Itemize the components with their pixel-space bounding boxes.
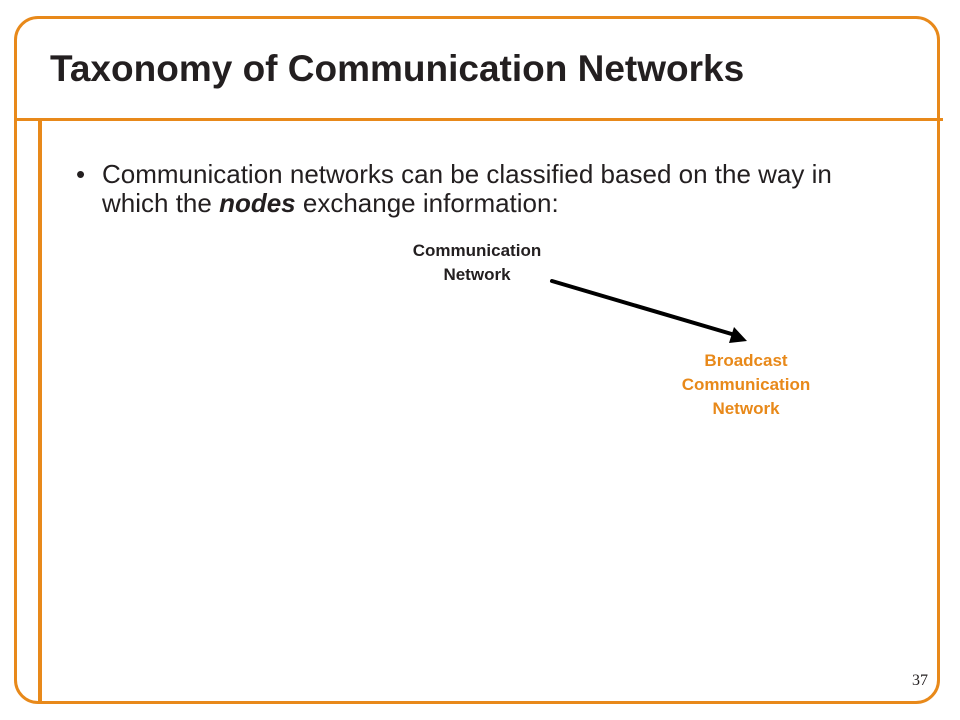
page-number: 37 — [912, 672, 928, 689]
slide-title: Taxonomy of Communication Networks — [50, 48, 745, 89]
node-broadcast-communication-network: Broadcast Communication Network — [681, 351, 811, 418]
node-communication-network: Communication Network — [412, 241, 542, 284]
bullet-emphasis: nodes — [219, 188, 296, 218]
bullet-point: • Communication networks can be classifi… — [76, 160, 856, 218]
slide-frame — [14, 16, 940, 704]
bullet-marker: • — [76, 159, 86, 189]
bullet-text-before: Communication networks can be classified… — [102, 159, 832, 218]
bullet-text-after: exchange information: — [295, 188, 559, 218]
edge-arrowhead — [729, 327, 747, 343]
title-divider — [14, 118, 943, 121]
bullet-text: Communication networks can be classified… — [76, 160, 856, 218]
side-divider — [38, 121, 42, 702]
edge-line — [550, 279, 737, 337]
